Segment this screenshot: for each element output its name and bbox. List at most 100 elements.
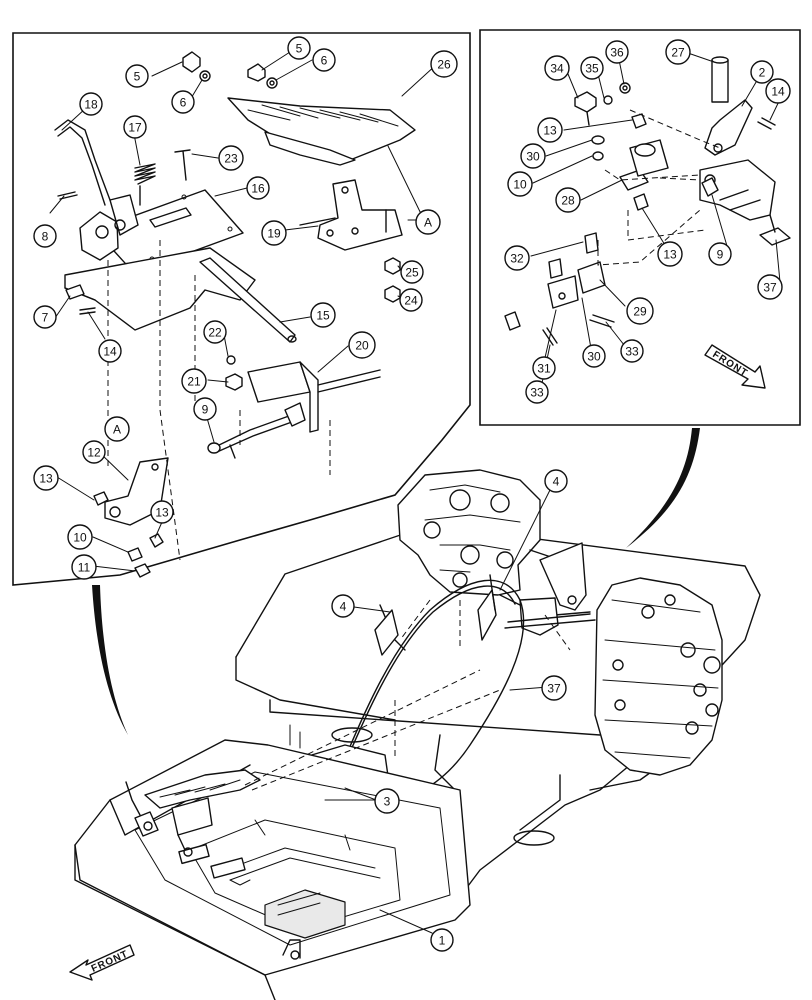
callout-4: 4 [331, 594, 355, 618]
callout-label: 24 [404, 294, 418, 308]
callout-circle [374, 788, 400, 814]
callout-circle [626, 297, 654, 325]
callout-label: 6 [321, 54, 328, 68]
callout-21: 21 [181, 368, 207, 394]
callout-circle [507, 171, 533, 197]
callout-20: 20 [348, 331, 376, 359]
callout-label: 6 [180, 96, 187, 110]
callout-10: 10 [507, 171, 533, 197]
callout-circle [580, 56, 604, 80]
callout-circle [218, 145, 244, 171]
front-arrow-bottom: FRONT [69, 944, 135, 981]
callout-label: 5 [134, 70, 141, 84]
callout-circle [415, 209, 441, 235]
callout-31: 31 [532, 356, 556, 380]
callout-14: 14 [98, 339, 122, 363]
callout-circle [541, 675, 567, 701]
callout-label: 30 [587, 350, 601, 364]
callout-circle [246, 176, 270, 200]
callout-label: A [113, 423, 121, 437]
callout-circle [750, 60, 774, 84]
callout-14: 14 [765, 78, 791, 104]
callout-11: 11 [71, 554, 97, 580]
callout-35: 35 [580, 56, 604, 80]
callout-circle [504, 245, 530, 271]
callout-30: 30 [582, 344, 606, 368]
callout-label: 13 [543, 124, 557, 138]
callout-A: A [104, 416, 130, 442]
callout-circle [605, 40, 629, 64]
callout-circle [312, 48, 336, 72]
callout-label: 23 [224, 152, 238, 166]
callout-circle [331, 594, 355, 618]
callout-circle [544, 469, 568, 493]
callout-label: 9 [202, 403, 209, 417]
callout-circle [657, 241, 683, 267]
callout-label: 1 [439, 934, 446, 948]
callout-label: 29 [633, 305, 647, 319]
callout-circle [82, 440, 106, 464]
callout-circle [520, 143, 546, 169]
callout-circle [79, 92, 103, 116]
callout-circle [620, 339, 644, 363]
callout-label: 33 [530, 386, 544, 400]
callout-label: 32 [510, 252, 524, 266]
callout-circle [555, 187, 581, 213]
callout-circle [287, 36, 311, 60]
floor-pedal [125, 769, 261, 857]
callout-27: 27 [665, 39, 691, 65]
callout-34: 34 [544, 55, 570, 81]
callout-label: 10 [513, 178, 527, 192]
callout-circle [400, 260, 424, 284]
callout-25: 25 [400, 260, 424, 284]
callout-circle [430, 50, 458, 78]
callout-6: 6 [171, 90, 195, 114]
callout-28: 28 [555, 187, 581, 213]
callout-8: 8 [33, 224, 57, 248]
callout-1: 1 [430, 928, 454, 952]
pointer-tail-right [626, 428, 700, 548]
callout-label: 10 [73, 531, 87, 545]
callout-circle [123, 115, 147, 139]
floor-hole [513, 830, 555, 846]
callout-label: 4 [340, 600, 347, 614]
callout-label: 14 [103, 345, 117, 359]
callout-label: 31 [537, 362, 551, 376]
callout-19: 19 [261, 220, 287, 246]
callout-circle [430, 928, 454, 952]
callout-9: 9 [193, 397, 217, 421]
callout-5: 5 [287, 36, 311, 60]
callout-23: 23 [218, 145, 244, 171]
callout-A: A [415, 209, 441, 235]
callout-10: 10 [67, 524, 93, 550]
callout-label: 36 [610, 46, 624, 60]
callout-label: 11 [78, 561, 91, 575]
callout-37: 37 [541, 675, 567, 701]
callout-2: 2 [750, 60, 774, 84]
callout-label: 37 [547, 682, 561, 696]
callout-13: 13 [537, 117, 563, 143]
callout-15: 15 [310, 302, 336, 328]
callout-label: 3 [384, 795, 391, 809]
main-assembly: FRONT [69, 428, 761, 1000]
callout-circle [181, 368, 207, 394]
callout-label: 27 [671, 46, 685, 60]
callout-label: 7 [42, 311, 49, 325]
callout-label: 4 [553, 475, 560, 489]
callout-circle [71, 554, 97, 580]
callout-label: 2 [759, 66, 766, 80]
callout-label: 17 [128, 121, 142, 135]
callout-circle [261, 220, 287, 246]
pointer-tail-left [92, 585, 128, 735]
callout-circle [665, 39, 691, 65]
callout-label: 34 [550, 62, 564, 76]
callout-circle [203, 320, 227, 344]
callout-label: 33 [625, 345, 639, 359]
callout-circle [310, 302, 336, 328]
callout-circle [765, 78, 791, 104]
callout-18: 18 [79, 92, 103, 116]
callout-label: 13 [155, 506, 169, 520]
callout-6: 6 [312, 48, 336, 72]
